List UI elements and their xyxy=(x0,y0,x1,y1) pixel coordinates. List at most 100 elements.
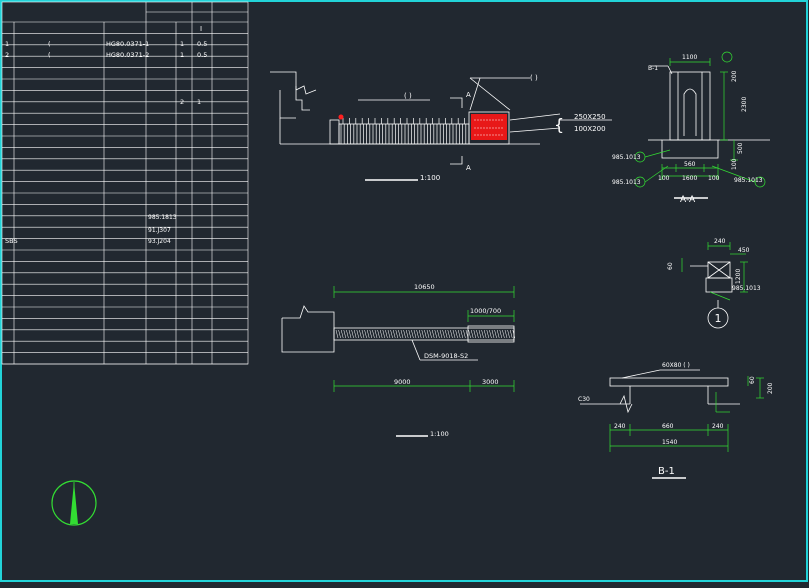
hatch-line xyxy=(359,329,362,339)
hatch-line xyxy=(450,329,453,339)
hatch-line xyxy=(442,329,445,339)
table-cell-mark: ( xyxy=(48,51,51,59)
hatch-line xyxy=(460,329,464,339)
section-aa-labels: B-1 1100 2300 200 500 100 560 1600 100 1… xyxy=(612,54,763,205)
dim-left-plan: 9000 xyxy=(394,378,411,386)
hatch-line xyxy=(504,329,508,339)
table-header-mark: I xyxy=(200,25,202,33)
table-cell-val: 1 xyxy=(197,98,201,106)
detail-1-drawing xyxy=(690,261,733,329)
hatch-line xyxy=(353,329,357,339)
plan-drawing xyxy=(281,305,515,437)
hatch-line xyxy=(340,329,344,339)
hatch-line xyxy=(452,329,456,339)
gate-highlight xyxy=(471,114,507,140)
hatch-line xyxy=(473,329,477,339)
ref-left-2: 985.1013 xyxy=(612,179,641,186)
hatch-line xyxy=(465,329,469,339)
plan-wall-hatch xyxy=(335,329,516,339)
detail-number: 1 xyxy=(715,312,722,325)
elevation-labels: ( ) ( ) A A 250X250 100X200 1:100 xyxy=(404,74,606,182)
detail-ref: 985.1013 xyxy=(732,285,761,292)
hatch-line xyxy=(494,329,497,339)
hatch-line xyxy=(379,329,383,339)
b1-dim-a: 240 xyxy=(614,423,626,430)
section-b1-drawing xyxy=(580,369,740,479)
plan-scale: 1:100 xyxy=(430,430,449,438)
hatch-line xyxy=(377,329,380,339)
section-mark-top: A xyxy=(466,91,471,99)
table-cell-qty: 1 xyxy=(180,51,184,59)
hatch-line xyxy=(491,329,495,339)
table-cell-no: 2 xyxy=(5,51,9,59)
hatch-line xyxy=(455,329,458,339)
plan-labels: 10650 1000/700 9000 3000 DSM-9018-S2 1:1… xyxy=(394,283,501,438)
detail-dim-top: 240 xyxy=(714,238,726,245)
ref-left-1: 985.1013 xyxy=(612,154,641,161)
hatch-line xyxy=(437,329,440,339)
table-cell-ref: 93.J204 xyxy=(148,238,171,245)
dim-side1-aa: 100 xyxy=(658,175,670,182)
hatch-line xyxy=(361,329,365,339)
dim-side2-aa: 100 xyxy=(708,175,720,182)
hatch-line xyxy=(421,329,425,339)
table-cell-val: 0.5 xyxy=(197,40,207,48)
hatch-line xyxy=(434,329,438,339)
hatch-line xyxy=(426,329,430,339)
hatch-line xyxy=(486,329,490,339)
hatch-line xyxy=(507,329,510,339)
brace-symbol: { xyxy=(554,115,564,134)
hatch-line xyxy=(431,329,435,339)
hatch-line xyxy=(447,329,451,339)
table-cell-qty: 1 xyxy=(180,40,184,48)
dim-right-plan: 3000 xyxy=(482,378,499,386)
hatch-line xyxy=(351,329,354,339)
b1-dim-total: 1540 xyxy=(662,439,677,446)
hatch-line xyxy=(499,329,503,339)
callout-right-label: ( ) xyxy=(530,74,538,82)
dim-h3-aa: 500 xyxy=(737,142,744,154)
dim-w1-aa: 560 xyxy=(684,161,696,168)
hatch-line xyxy=(416,329,419,339)
table-cell-ref: 91.J307 xyxy=(148,227,171,234)
section-b1-dimensions xyxy=(609,376,764,452)
table-row-lines xyxy=(2,21,248,365)
detail-dim-h: 1200 xyxy=(735,269,742,284)
b1-title: B-1 xyxy=(658,466,675,477)
table-cell-qty: 2 xyxy=(180,98,184,106)
section-aa-drawing xyxy=(648,65,770,199)
table-cell-ref: 985.1813 xyxy=(148,214,177,221)
fence-rails xyxy=(340,118,467,144)
hatch-line xyxy=(444,329,448,339)
hatch-line xyxy=(512,329,516,339)
hatch-line xyxy=(413,329,417,339)
hatch-line xyxy=(392,329,396,339)
detail-1-labels: 240 450 1200 60 985.1013 1 xyxy=(667,238,761,325)
red-marker xyxy=(338,114,344,120)
hatch-line xyxy=(481,329,484,339)
north-arrow-icon xyxy=(51,480,97,526)
hatch-line xyxy=(390,329,393,339)
hatch-line xyxy=(463,329,466,339)
size-note-1: 250X250 xyxy=(574,113,606,121)
hatch-line xyxy=(408,329,412,339)
section-mark-bottom: A xyxy=(466,164,471,172)
hatch-line xyxy=(405,329,409,339)
ref-right: 985.1013 xyxy=(734,177,763,184)
hatch-line xyxy=(372,329,375,339)
hatch-line xyxy=(338,329,341,339)
hatch-line xyxy=(398,329,401,339)
table-cell-no: 1 xyxy=(5,40,9,48)
detail-1-dimensions xyxy=(681,242,748,301)
hatch-line xyxy=(364,329,367,339)
hatch-line xyxy=(468,329,471,339)
hatch-line xyxy=(369,329,373,339)
hatch-line xyxy=(411,329,414,339)
dim-v-aa: 100 xyxy=(731,158,738,170)
table-cell-code: HG80.0371-2 xyxy=(106,51,149,59)
hatch-line xyxy=(470,329,474,339)
hatch-line xyxy=(382,329,386,339)
section-b1-labels: 60X80 ( ) C30 200 60 240 660 240 1540 B-… xyxy=(578,362,774,477)
